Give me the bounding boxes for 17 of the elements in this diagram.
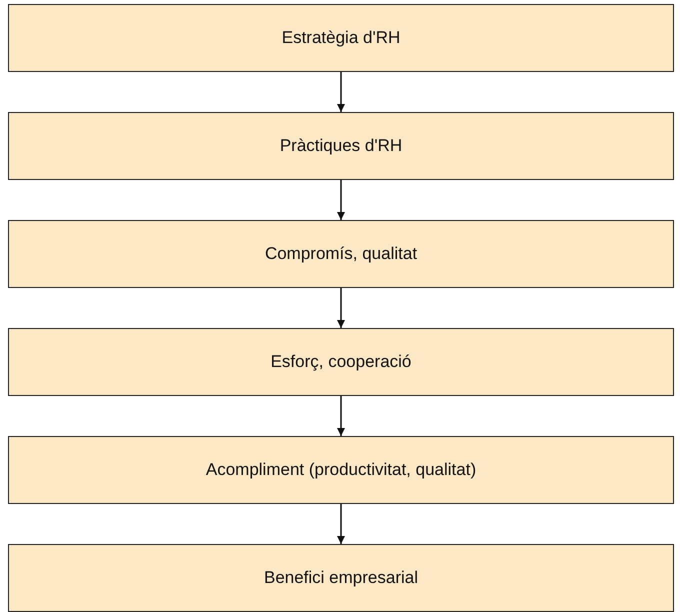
box-label: Esforç, cooperació <box>270 352 412 372</box>
box-label: Estratègia d'RH <box>282 28 400 48</box>
arrow <box>337 72 345 112</box>
arrow <box>337 288 345 328</box>
process-box <box>8 544 674 612</box>
process-box <box>8 112 674 180</box>
process-box <box>8 328 674 396</box>
box-label: Acompliment (productivitat, qualitat) <box>206 460 476 480</box>
box-label: Compromís, qualitat <box>264 244 418 264</box>
arrow <box>337 396 345 436</box>
process-box <box>8 436 674 504</box>
arrow <box>337 180 345 220</box>
process-box <box>8 4 674 72</box>
arrow <box>337 504 345 544</box>
process-box <box>8 220 674 288</box>
box-label: Pràctiques d'RH <box>280 136 402 156</box>
box-label: Benefici empresarial <box>264 568 418 588</box>
